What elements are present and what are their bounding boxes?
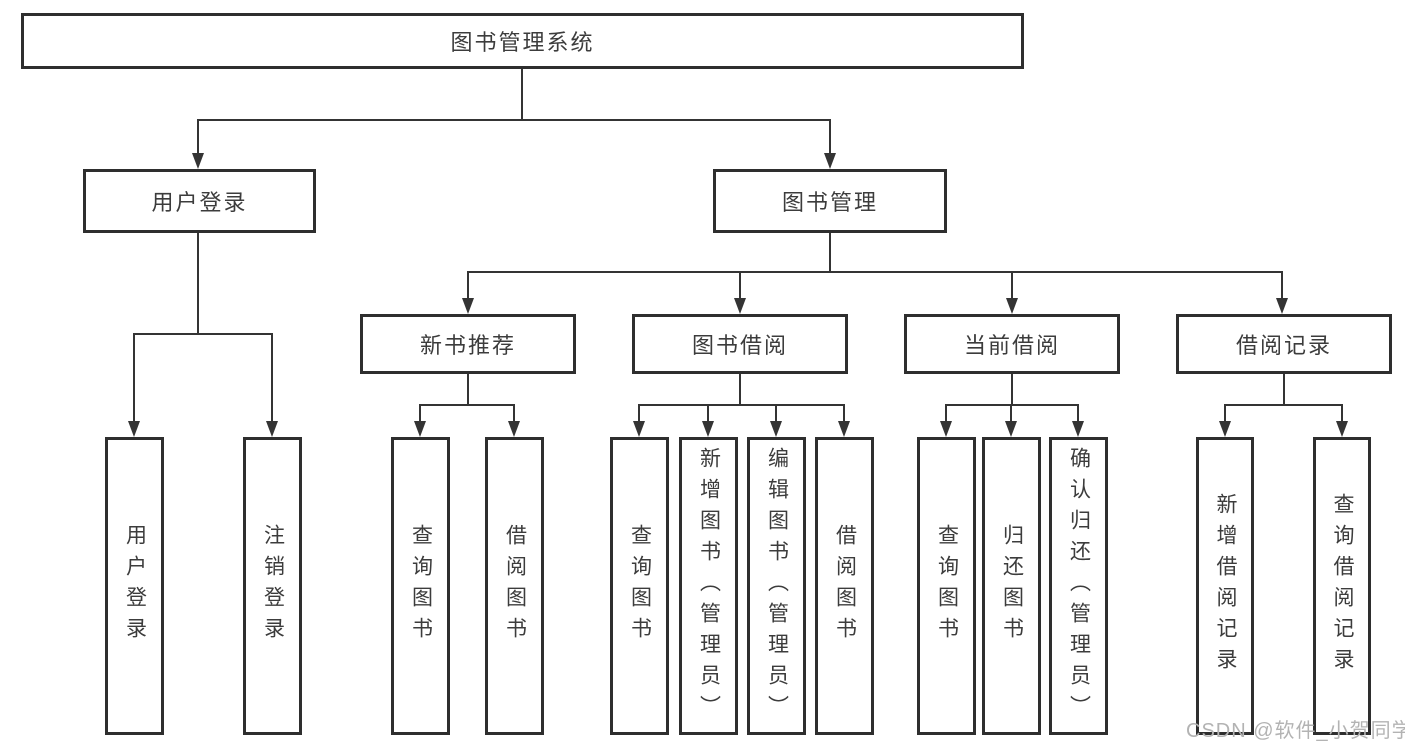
- arrowhead-to-leaf-logout-icon: [266, 421, 278, 437]
- edge-leaf-shaft: [638, 404, 640, 421]
- leaf-logout-login-label: 注销登录: [261, 524, 285, 648]
- arrowhead-to-current-borrow-icon: [1006, 298, 1018, 314]
- edge-leaf-shaft: [1010, 404, 1012, 421]
- arrowhead-icon: [1336, 421, 1348, 437]
- node-user-login: 用户登录: [83, 169, 316, 233]
- leaf-confirm-return-admin: 确认归还（管理员）: [1049, 437, 1108, 735]
- arrowhead-to-book-management-icon: [824, 153, 836, 169]
- leaf-add-books-admin: 新增图书（管理员）: [679, 437, 738, 735]
- node-new-book-recommend: 新书推荐: [360, 314, 576, 374]
- leaf-borrow-books-label: 借阅图书: [833, 524, 857, 648]
- edge-current-borrow-distributor: [945, 404, 1079, 406]
- edge-leaf-shaft: [707, 404, 709, 421]
- arrowhead-icon: [414, 421, 426, 437]
- edge-to-book-borrow-shaft: [739, 271, 741, 298]
- edge-to-leaf-logout-shaft: [271, 333, 273, 421]
- edge-borrow-record-distributor: [1224, 404, 1343, 406]
- arrowhead-icon: [1219, 421, 1231, 437]
- arrowhead-to-borrow-record-icon: [1276, 298, 1288, 314]
- arrowhead-icon: [633, 421, 645, 437]
- edge-book-management-stem: [829, 233, 831, 273]
- leaf-add-books-admin-label: 新增图书（管理员）: [697, 446, 721, 726]
- leaf-return-books-label: 归还图书: [1000, 524, 1024, 648]
- edge-leaf-shaft: [513, 404, 515, 421]
- leaf-query-books-borrow: 查询图书: [610, 437, 669, 735]
- leaf-query-books-recommend: 查询图书: [391, 437, 450, 735]
- leaf-user-login: 用户登录: [105, 437, 164, 735]
- edge-current-borrow-stem: [1011, 374, 1013, 406]
- leaf-query-borrow-record-label: 查询借阅记录: [1331, 493, 1354, 679]
- node-new-book-recommend-label: 新书推荐: [419, 333, 516, 358]
- node-root-label: 图书管理系统: [450, 30, 595, 55]
- leaf-borrow-books: 借阅图书: [815, 437, 874, 735]
- edge-root-distributor: [197, 119, 831, 121]
- arrowhead-icon: [508, 421, 520, 437]
- leaf-logout-login: 注销登录: [243, 437, 302, 735]
- leaf-confirm-return-admin-label: 确认归还（管理员）: [1067, 446, 1091, 726]
- edge-to-leaf-login-shaft: [133, 333, 135, 421]
- edge-leaf-shaft: [419, 404, 421, 421]
- leaf-return-books: 归还图书: [982, 437, 1041, 735]
- leaf-query-books-current-label: 查询图书: [935, 524, 959, 648]
- edge-to-current-borrow-shaft: [1011, 271, 1013, 298]
- arrowhead-to-leaf-login-icon: [128, 421, 140, 437]
- edge-leaf-shaft: [1341, 404, 1343, 421]
- arrowhead-icon: [940, 421, 952, 437]
- edge-book-borrow-distributor: [638, 404, 845, 406]
- arrowhead-icon: [1072, 421, 1084, 437]
- node-book-borrow-label: 图书借阅: [691, 333, 788, 358]
- node-root: 图书管理系统: [21, 13, 1024, 69]
- leaf-query-books-recommend-label: 查询图书: [409, 524, 433, 648]
- arrowhead-to-user-login-icon: [192, 153, 204, 169]
- edge-leaf-shaft: [843, 404, 845, 421]
- arrowhead-icon: [838, 421, 850, 437]
- edge-leaf-shaft: [775, 404, 777, 421]
- edge-leaf-shaft: [945, 404, 947, 421]
- edge-book-management-distributor: [467, 271, 1283, 273]
- node-current-borrow: 当前借阅: [904, 314, 1120, 374]
- arrowhead-icon: [770, 421, 782, 437]
- node-current-borrow-label: 当前借阅: [963, 333, 1060, 358]
- watermark-text: CSDN @软件_小贺同学: [1186, 720, 1405, 742]
- leaf-edit-books-admin: 编辑图书（管理员）: [747, 437, 806, 735]
- edge-to-user-login-shaft: [197, 119, 199, 155]
- node-borrow-record: 借阅记录: [1176, 314, 1392, 374]
- edge-new-book-stem: [467, 374, 469, 406]
- edge-leaf-shaft: [1077, 404, 1079, 421]
- node-book-borrow: 图书借阅: [632, 314, 848, 374]
- edge-new-book-distributor: [419, 404, 515, 406]
- arrowhead-to-book-borrow-icon: [734, 298, 746, 314]
- leaf-edit-books-admin-label: 编辑图书（管理员）: [765, 446, 789, 726]
- edge-user-login-stem: [197, 233, 199, 335]
- edge-borrow-record-stem: [1283, 374, 1285, 406]
- node-user-login-label: 用户登录: [151, 190, 248, 215]
- arrowhead-to-new-book-icon: [462, 298, 474, 314]
- leaf-add-borrow-record-label: 新增借阅记录: [1214, 493, 1237, 679]
- leaf-query-borrow-record: 查询借阅记录: [1313, 437, 1371, 735]
- node-book-management: 图书管理: [713, 169, 947, 233]
- leaf-query-books-current: 查询图书: [917, 437, 976, 735]
- edge-user-login-distributor: [133, 333, 273, 335]
- node-book-management-label: 图书管理: [781, 190, 878, 215]
- edge-to-borrow-record-shaft: [1281, 271, 1283, 298]
- leaf-add-borrow-record: 新增借阅记录: [1196, 437, 1254, 735]
- leaf-user-login-label: 用户登录: [123, 524, 147, 648]
- arrowhead-icon: [702, 421, 714, 437]
- leaf-query-books-borrow-label: 查询图书: [628, 524, 652, 648]
- edge-leaf-shaft: [1224, 404, 1226, 421]
- edge-to-new-book-shaft: [467, 271, 469, 298]
- arrowhead-icon: [1005, 421, 1017, 437]
- leaf-borrow-books-recommend: 借阅图书: [485, 437, 544, 735]
- leaf-borrow-books-recommend-label: 借阅图书: [503, 524, 527, 648]
- edge-to-book-management-shaft: [829, 119, 831, 155]
- edge-root-stem: [521, 69, 523, 121]
- edge-book-borrow-stem: [739, 374, 741, 406]
- node-borrow-record-label: 借阅记录: [1235, 333, 1332, 358]
